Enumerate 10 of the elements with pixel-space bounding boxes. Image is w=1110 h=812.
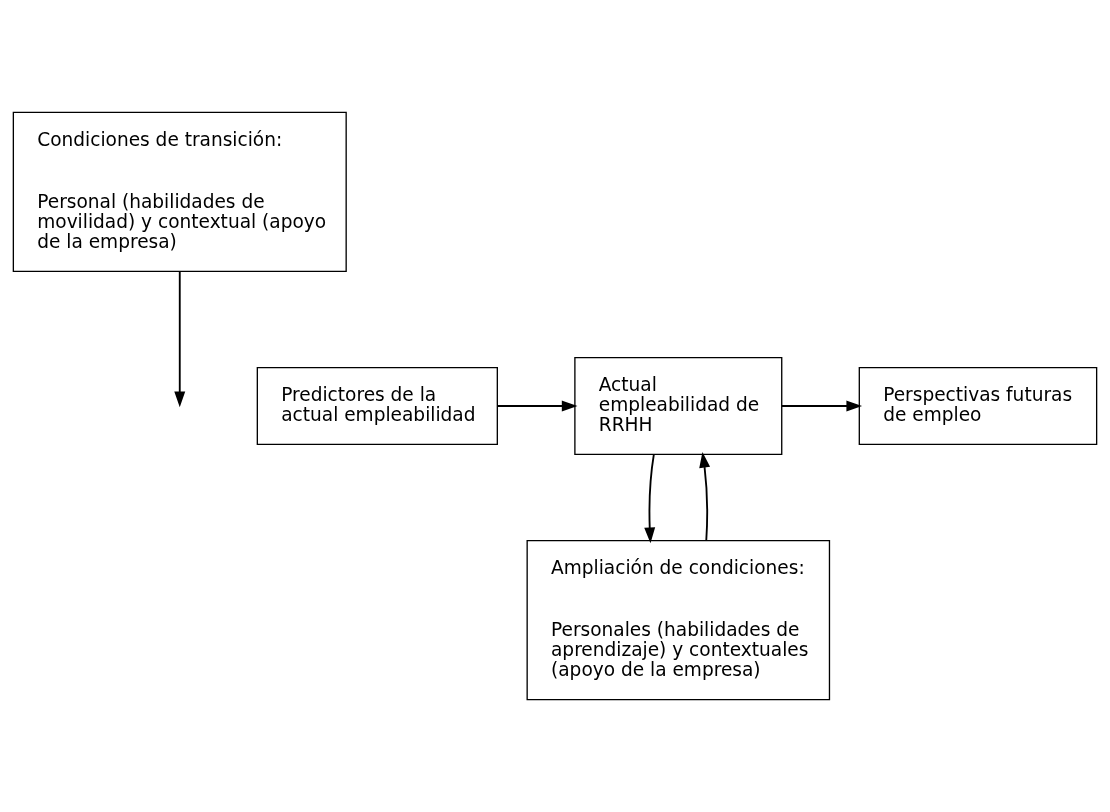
arrow xyxy=(174,271,186,408)
node-box: Predictores de la actual empleabilidad xyxy=(256,366,498,446)
arrow xyxy=(699,452,711,542)
node-box: Perspectivas futuras de empleo xyxy=(858,366,1098,446)
node-box: Ampliación de condiciones: Personales (habilidades de aprendizaje) y contextuales (apoyo de la empresa) xyxy=(526,539,831,701)
node-box: Actual empleabilidad de RRHH xyxy=(574,356,783,456)
arrow xyxy=(781,400,863,412)
node-box: Condiciones de transición: Personal (habilidades de movilidad) y contextual (apoyo de la empresa) xyxy=(12,111,347,273)
arrow xyxy=(496,400,578,412)
arrow xyxy=(644,453,656,544)
